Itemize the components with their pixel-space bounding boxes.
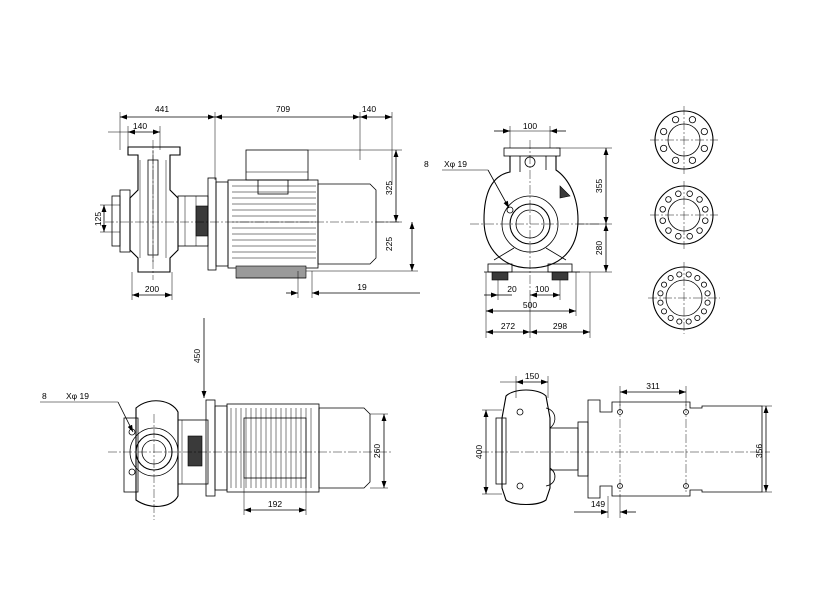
bolt-hole [659,217,666,224]
bolt-hole [702,217,709,224]
bolt-hole [661,308,668,315]
bolt-hole [676,271,683,278]
dim-441-label: 441 [155,104,169,114]
bolt-hole [694,314,701,321]
bolt-hole [685,271,692,278]
dim-311-label: 311 [646,381,660,391]
bolt-hole [676,318,683,325]
dim-19-label: 19 [357,282,367,292]
bolt-hole [696,227,703,234]
dim-125-label: 125 [93,212,103,226]
bolt-hole [659,206,666,213]
bolt-hole [675,190,682,197]
foot-view: 150 311 400 356 [474,371,772,518]
side-view: 441 709 140 140 125 200 [93,104,420,300]
dim-260-label: 260 [372,444,382,458]
bolt-hole [696,196,703,203]
bolt-hole [671,116,680,124]
dim-100-label: 100 [523,121,537,131]
dim-20-label: 20 [507,284,517,294]
front-view: 100 8 Xφ 19 355 280 [424,121,612,338]
dim-500-label: 500 [523,300,537,310]
dim-192-label: 192 [268,499,282,509]
flange-views [648,106,720,334]
top-view: 450 8 Xφ 19 [40,318,392,520]
bolt-hole [700,144,708,153]
bolt-hole [665,227,672,234]
bolt-hole [704,299,711,306]
bolt-hole [660,144,668,153]
flange-12-holes [650,181,718,249]
bolt-hole [686,190,693,197]
bolt-hole [700,281,707,288]
dim-280-label: 280 [594,241,604,255]
bolt-hole [660,127,668,136]
top-bolt-count-label: 8 [42,391,47,401]
dim-225-label: 225 [384,237,394,251]
dim-400-label: 400 [474,445,484,459]
flange-8-holes [650,106,718,174]
dim-149-label: 149 [591,499,605,509]
bolt-hole [686,233,693,240]
bolt-hole [671,156,680,164]
dim-140-pump-label: 140 [133,121,147,131]
bolt-hole [704,290,711,297]
bolt-hole [694,275,701,282]
dim-100-base-label: 100 [535,284,549,294]
dim-450-label: 450 [192,349,202,363]
dim-709-label: 709 [276,104,290,114]
dim-298-label: 298 [553,321,567,331]
bolt-hole [702,206,709,213]
bolt-hole [688,116,697,124]
bolt-hole [661,281,668,288]
bolt-hole [675,233,682,240]
dim-356-label: 356 [754,444,764,458]
bolt-hole [657,299,664,306]
bolt-hole [667,314,674,321]
front-bolt-hole-label: Xφ 19 [444,159,467,169]
dim-200-label: 200 [145,284,159,294]
bolt-hole [665,196,672,203]
dim-150-label: 150 [525,371,539,381]
dim-272-label: 272 [501,321,515,331]
front-bolt-count-label: 8 [424,159,429,169]
bolt-hole [700,308,707,315]
bolt-hole [688,156,697,164]
bolt-hole [657,290,664,297]
bolt-hole [700,127,708,136]
bolt-hole [667,275,674,282]
bolt-hole [685,318,692,325]
flange-16-holes [648,262,720,334]
dim-325-label: 325 [384,181,394,195]
dim-140-motor-label: 140 [362,104,376,114]
dim-355-label: 355 [594,179,604,193]
top-bolt-hole-label: Xφ 19 [66,391,89,401]
